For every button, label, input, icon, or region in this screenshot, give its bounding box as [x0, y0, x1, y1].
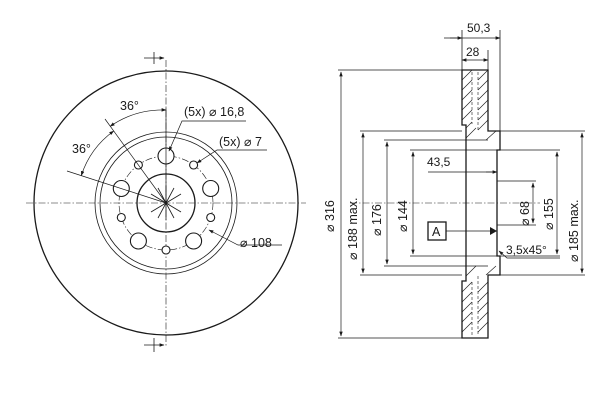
label-hub-depth: 43,5	[427, 155, 451, 169]
label-outer-diameter: ⌀ 316	[323, 200, 337, 232]
label-chamfer: 3,5x45°	[506, 243, 547, 257]
label-bolt-circle: ⌀ 108	[240, 236, 272, 250]
disc-section-outline	[461, 69, 501, 339]
leader-chamfer	[498, 250, 560, 259]
hatch-upper	[461, 69, 497, 141]
leader-bolt-holes	[168, 120, 246, 152]
label-176: ⌀ 176	[370, 204, 384, 236]
label-center-bore: ⌀ 68	[518, 201, 532, 226]
label-bolt-holes: (5x) ⌀ 16,8	[184, 105, 244, 119]
small-hole	[206, 212, 216, 223]
label-185: ⌀ 185 max.	[567, 200, 581, 262]
label-144: ⌀ 144	[396, 200, 410, 232]
bolt-hole	[129, 232, 147, 250]
datum-label: A	[432, 225, 441, 239]
angle-line-mid	[104, 118, 167, 204]
bolt-circle-line	[118, 155, 214, 251]
label-friction-max: ⌀ 188 max.	[346, 198, 360, 260]
angle-label-top: 36°	[120, 99, 139, 113]
bolt-hole	[202, 179, 220, 198]
small-hole	[189, 160, 199, 170]
angle-line-left	[66, 170, 167, 204]
small-hole	[161, 245, 171, 255]
small-hole	[116, 212, 126, 223]
label-small-holes: (5x) ⌀ 7	[219, 135, 262, 149]
angle-arc-top	[109, 108, 167, 127]
leader-bolt-circle	[208, 229, 282, 246]
label-hub-width: 28	[466, 45, 480, 59]
angle-arc-left	[80, 130, 115, 176]
angle-label-left: 36°	[72, 142, 91, 156]
label-total-width: 50,3	[467, 21, 491, 35]
bolt-hole	[185, 232, 203, 250]
front-view: 36° 36° (5x) ⌀ 16,8 (5x) ⌀ 7 ⌀ 108	[26, 52, 306, 352]
label-155: ⌀ 155	[542, 198, 556, 230]
datum-triangle	[490, 227, 497, 235]
leader-small-holes	[196, 149, 267, 164]
hatch-lower	[461, 265, 497, 336]
section-view: 50,3 28 ⌀ 316 ⌀ 188 max. ⌀ 176 ⌀ 144 43,…	[323, 21, 585, 339]
